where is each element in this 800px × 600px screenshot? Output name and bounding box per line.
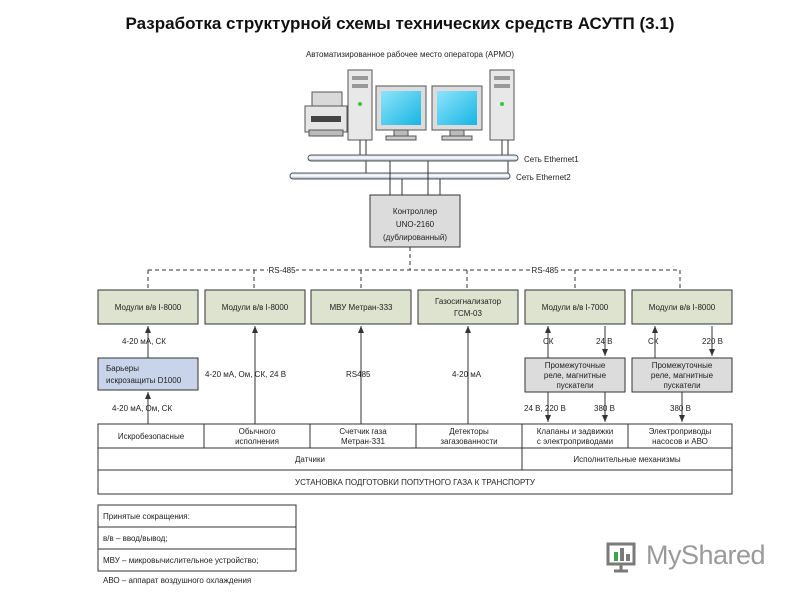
signal-label: 4-20 мА, Ом, СК, 24 В bbox=[205, 370, 286, 379]
svg-text:UNO-2160: UNO-2160 bbox=[396, 220, 435, 229]
rs485-label-right: RS-485 bbox=[531, 266, 559, 275]
module-io-1: Модули в/в I-8000 bbox=[97, 289, 199, 325]
svg-text:Модули в/в I-8000: Модули в/в I-8000 bbox=[222, 303, 289, 312]
group-actuators: Исполнительные механизмы bbox=[573, 455, 681, 464]
svg-text:загазованности: загазованности bbox=[440, 437, 497, 446]
signal-label: 24 В, 220 В bbox=[524, 404, 566, 413]
module-io-2: Модули в/в I-8000 bbox=[204, 289, 306, 325]
ethernet1-label: Сеть Ethernet1 bbox=[524, 155, 579, 164]
svg-text:Газосигнализатор: Газосигнализатор bbox=[435, 297, 502, 306]
legend-item: МВУ – микровычислительное устройство; bbox=[103, 556, 258, 565]
computer-tower-icon bbox=[489, 69, 515, 141]
svg-text:Метран-331: Метран-331 bbox=[341, 437, 385, 446]
svg-text:с электроприводами: с электроприводами bbox=[537, 437, 613, 446]
module-io-4: Модули в/в I-8000 bbox=[631, 289, 733, 325]
signal-label: 4-20 мА, СК bbox=[122, 337, 166, 346]
svg-text:пускатели: пускатели bbox=[556, 381, 593, 390]
watermark-logo: MyShared bbox=[606, 536, 776, 576]
device-valves: Клапаны и задвижки bbox=[537, 427, 613, 436]
rs485-bus bbox=[147, 247, 681, 290]
abbreviations-legend: Принятые сокращения: в/в – ввод/вывод; М… bbox=[97, 504, 297, 585]
svg-text:реле, магнитные: реле, магнитные bbox=[544, 371, 607, 380]
signal-label: 380 В bbox=[594, 404, 615, 413]
rs485-label-left: RS-485 bbox=[268, 266, 296, 275]
signal-label: 380 В bbox=[670, 404, 691, 413]
svg-text:Модули в/в I-8000: Модули в/в I-8000 bbox=[115, 303, 182, 312]
page-title: Разработка структурной схемы технических… bbox=[125, 14, 675, 33]
svg-text:Контроллер: Контроллер bbox=[393, 207, 438, 216]
controller-box: Контроллер UNO-2160 (дублированный) bbox=[369, 194, 461, 248]
device-gas-detectors: Детекторы bbox=[449, 427, 489, 436]
svg-text:Модули в/в I-8000: Модули в/в I-8000 bbox=[649, 303, 716, 312]
plant-label: УСТАНОВКА ПОДГОТОВКИ ПОПУТНОГО ГАЗА К ТР… bbox=[295, 478, 536, 487]
plant-row: УСТАНОВКА ПОДГОТОВКИ ПОПУТНОГО ГАЗА К ТР… bbox=[97, 469, 733, 495]
monitor-icon bbox=[431, 85, 483, 141]
ethernet2-bus bbox=[289, 172, 511, 180]
legend-title: Принятые сокращения: bbox=[103, 512, 190, 521]
ethernet1-bus bbox=[307, 154, 519, 162]
svg-text:МВУ Метран-333: МВУ Метран-333 bbox=[330, 303, 394, 312]
svg-text:(дублированный): (дублированный) bbox=[383, 233, 447, 242]
printer-icon bbox=[304, 91, 348, 137]
device-pump-drives: Электроприводы bbox=[649, 427, 712, 436]
svg-text:Промежуточные: Промежуточные bbox=[652, 361, 713, 370]
svg-text:Барьеры: Барьеры bbox=[106, 364, 139, 373]
group-sensors: Датчики bbox=[295, 455, 325, 464]
device-ordinary: Обычного bbox=[239, 427, 276, 436]
svg-text:насосов и АВО: насосов и АВО bbox=[652, 437, 708, 446]
signal-label: СК bbox=[648, 337, 659, 346]
legend-item: в/в – ввод/вывод; bbox=[103, 534, 168, 543]
barrier-box: Барьеры искрозащиты D1000 bbox=[97, 357, 199, 391]
device-groups-row: Датчики Исполнительные механизмы bbox=[97, 447, 733, 471]
field-devices-row: Искробезопасные Обычного исполнения Счет… bbox=[97, 423, 733, 449]
signal-label: 24 В bbox=[596, 337, 612, 346]
module-io-3: Модули в/в I-7000 bbox=[524, 289, 626, 325]
svg-text:пускатели: пускатели bbox=[663, 381, 700, 390]
svg-text:искрозащиты D1000: искрозащиты D1000 bbox=[106, 376, 182, 385]
ethernet-connectors bbox=[359, 140, 509, 174]
operator-station-label: Автоматизированное рабочее место операто… bbox=[306, 50, 514, 59]
svg-text:ГСМ-03: ГСМ-03 bbox=[454, 309, 482, 318]
signal-label: RS485 bbox=[346, 370, 371, 379]
device-intrinsically-safe: Искробезопасные bbox=[118, 432, 185, 441]
logo-icon bbox=[606, 542, 636, 573]
signal-label: 4-20 мА, Ом, СК bbox=[112, 404, 172, 413]
device-gas-meter: Счетчик газа bbox=[339, 427, 387, 436]
signal-label: 220 В bbox=[702, 337, 723, 346]
legend-item: АВО – аппарат воздушного охлаждения bbox=[103, 576, 251, 585]
module-mvu: МВУ Метран-333 bbox=[310, 289, 412, 325]
relay-box-right: Промежуточные реле, магнитные пускатели bbox=[631, 357, 733, 393]
svg-text:Модули в/в I-7000: Модули в/в I-7000 bbox=[542, 303, 609, 312]
computer-tower-icon bbox=[347, 69, 373, 141]
ethernet2-label: Сеть Ethernet2 bbox=[516, 173, 571, 182]
module-gas-signaler: Газосигнализатор ГСМ-03 bbox=[417, 289, 519, 325]
signal-label: 4-20 мА bbox=[452, 370, 482, 379]
svg-text:исполнения: исполнения bbox=[235, 437, 279, 446]
signal-label: СК bbox=[543, 337, 554, 346]
svg-text:реле, магнитные: реле, магнитные bbox=[651, 371, 714, 380]
svg-text:Промежуточные: Промежуточные bbox=[545, 361, 606, 370]
relay-box-left: Промежуточные реле, магнитные пускатели bbox=[524, 357, 626, 393]
logo-text: MyShared bbox=[646, 540, 766, 570]
monitor-icon bbox=[375, 85, 427, 141]
